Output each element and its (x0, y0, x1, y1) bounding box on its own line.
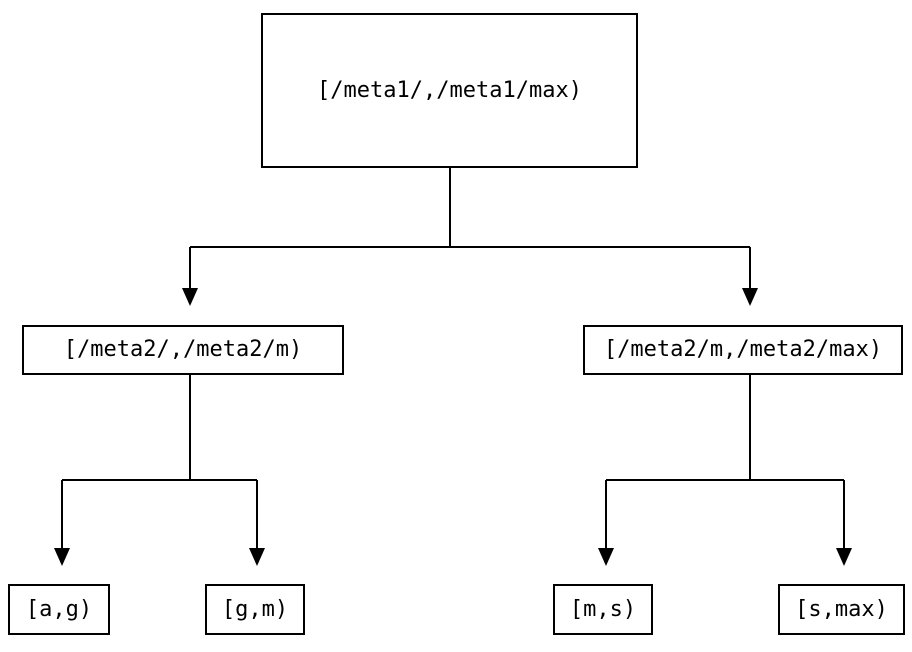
tree-node-leaf-gm: [g,m) (205, 584, 305, 635)
tree-node-right: [/meta2/m,/meta2/max) (583, 325, 903, 375)
tree-node-leaf-gm-label: [g,m) (221, 596, 289, 622)
tree-node-root: [/meta1/,/meta1/max) (261, 13, 638, 168)
tree-node-leaf-ms-label: [m,s) (569, 596, 637, 622)
tree-node-leaf-smax-label: [s,max) (795, 596, 888, 622)
arrow-down-icon (836, 548, 852, 566)
tree-node-leaf-ms: [m,s) (553, 584, 653, 635)
arrow-down-icon (249, 548, 265, 566)
arrow-down-icon (182, 288, 198, 306)
arrow-down-icon (54, 548, 70, 566)
tree-node-root-label: [/meta1/,/meta1/max) (317, 77, 582, 103)
arrow-down-icon (742, 288, 758, 306)
tree-node-right-label: [/meta2/m,/meta2/max) (603, 337, 883, 362)
tree-node-leaf-ag-label: [a,g) (25, 596, 93, 622)
tree-node-leaf-ag: [a,g) (8, 584, 110, 635)
tree-node-left: [/meta2/,/meta2/m) (22, 325, 344, 375)
arrow-down-icon (598, 548, 614, 566)
tree-node-left-label: [/meta2/,/meta2/m) (63, 337, 303, 362)
tree-node-leaf-smax: [s,max) (778, 584, 905, 635)
